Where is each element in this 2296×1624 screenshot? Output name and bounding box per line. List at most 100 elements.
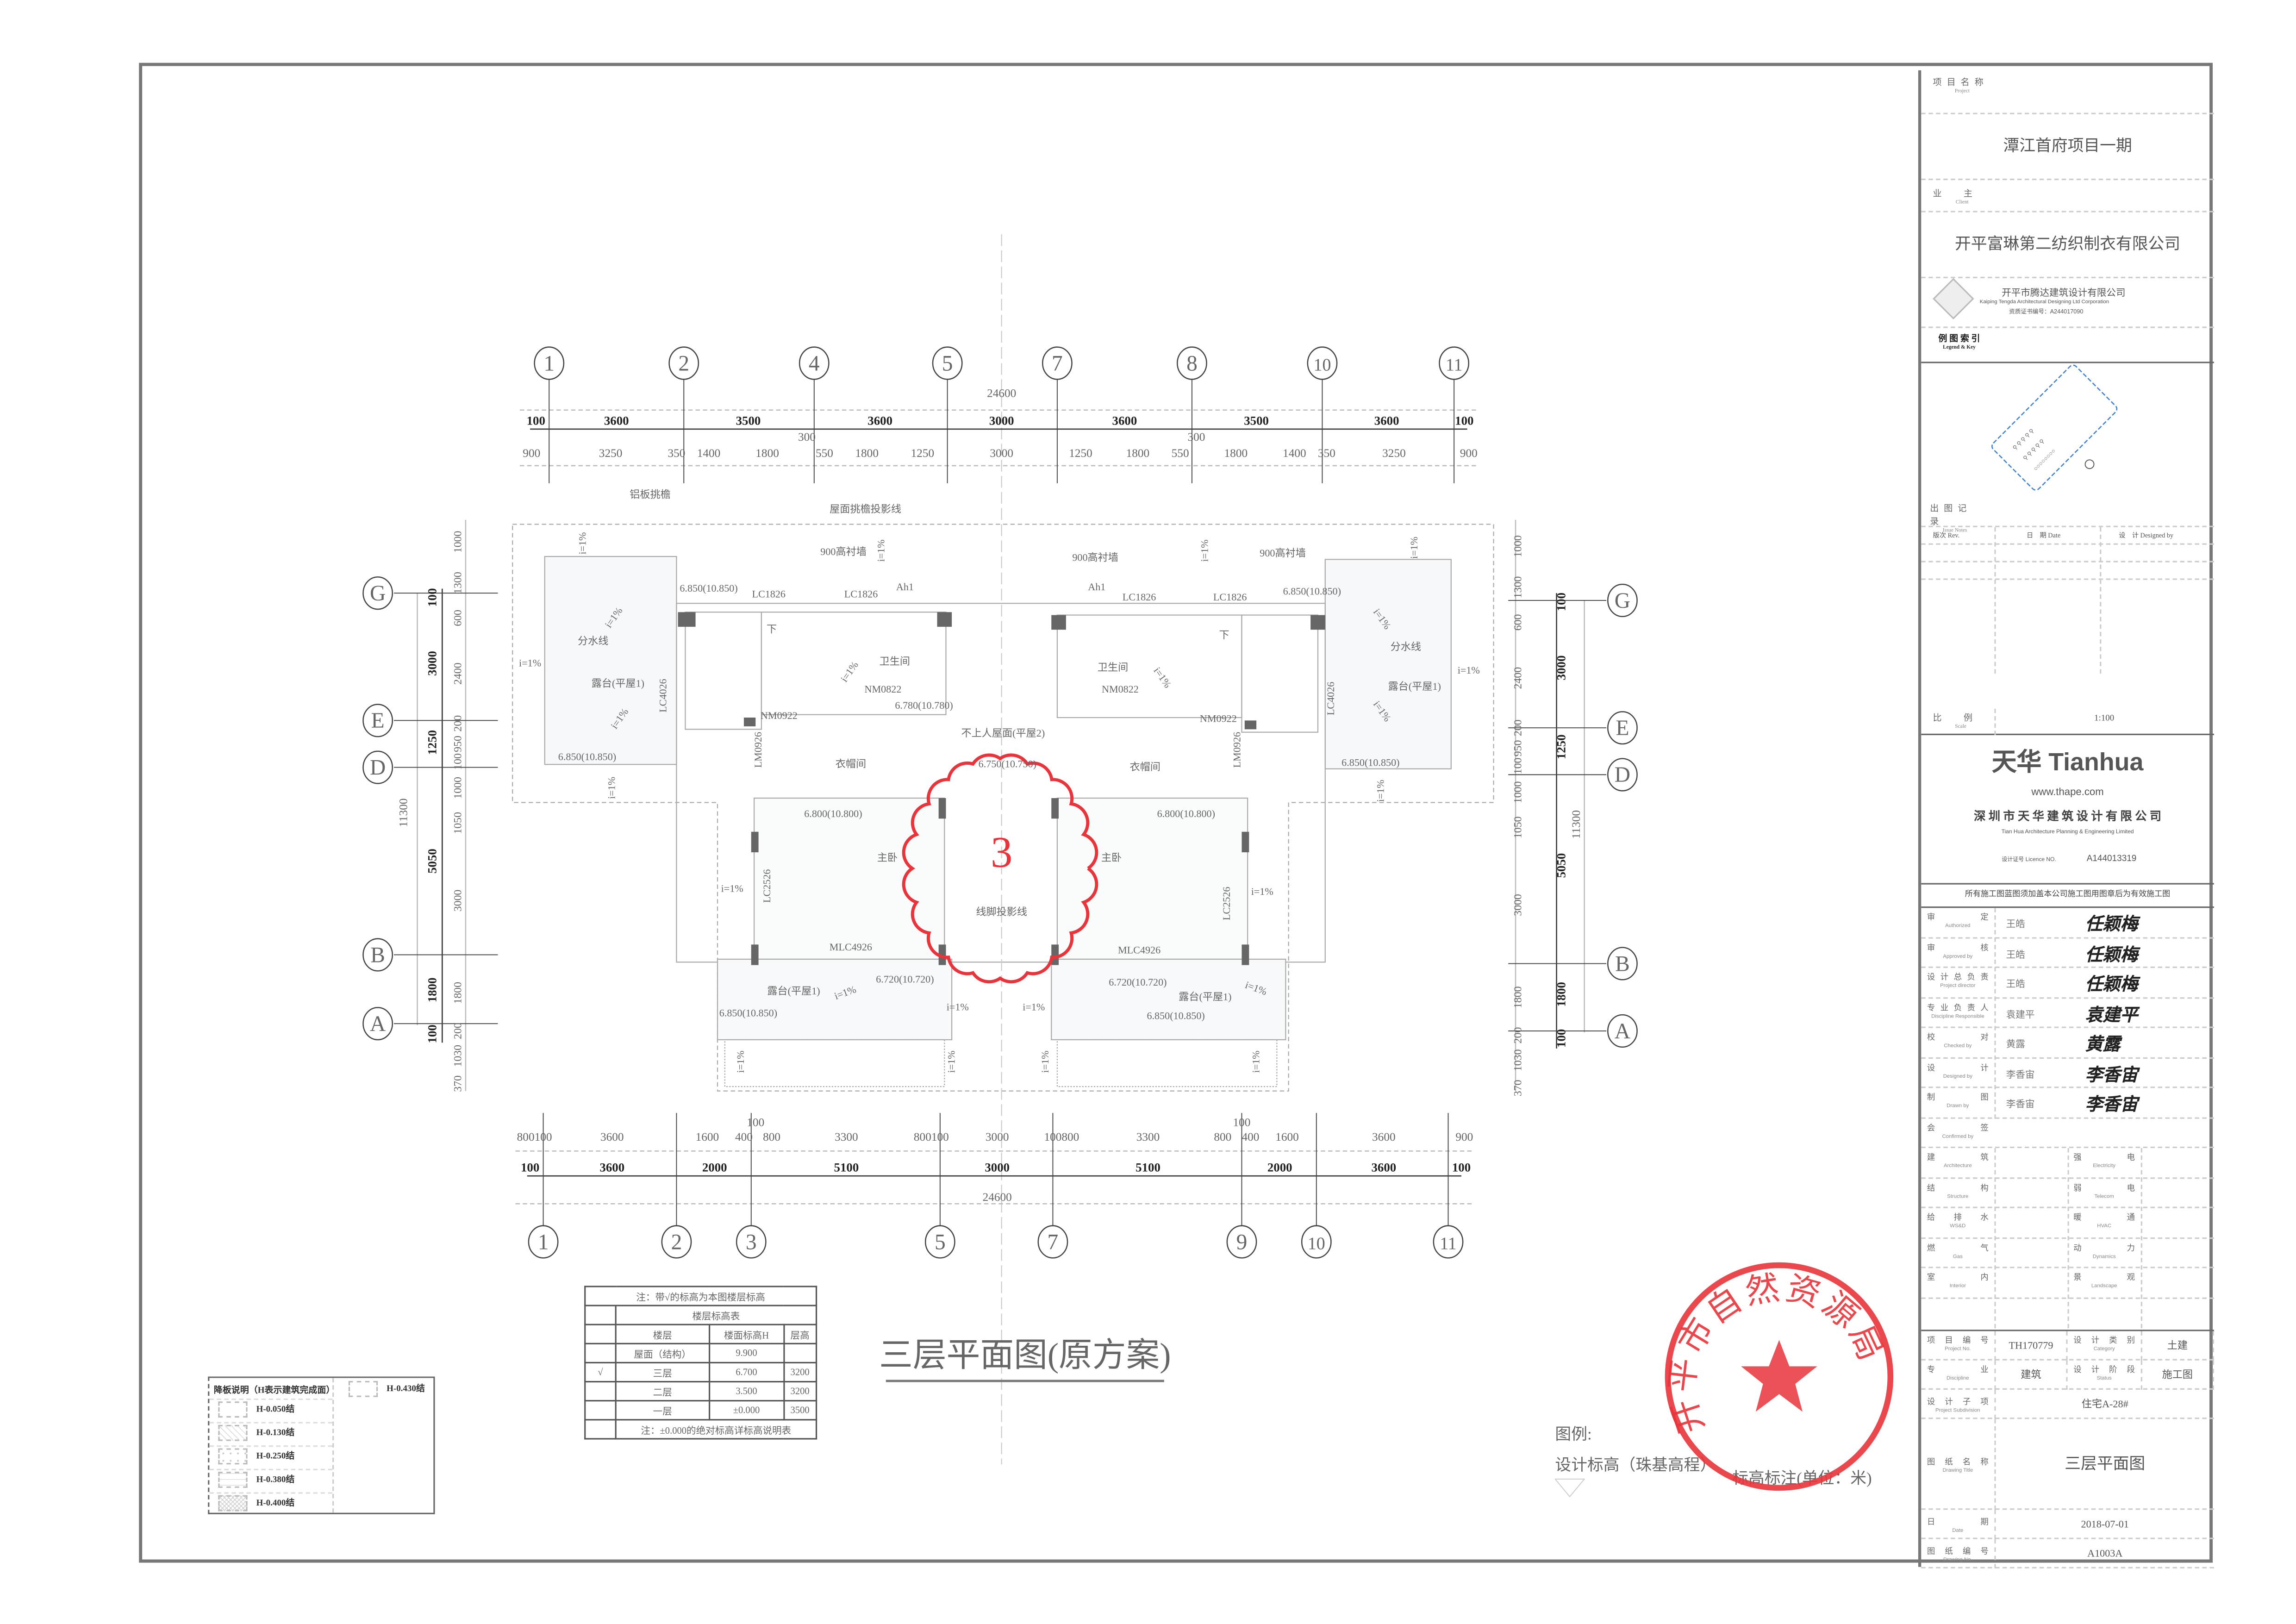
axis-bubble-top: [799, 346, 830, 380]
level-row: 屋面（结构）9.900: [584, 1343, 817, 1364]
dim-bottom-fine: 3300: [1136, 1131, 1160, 1143]
slope-label: i=1%: [947, 1001, 969, 1013]
axis-bubble-top: [1307, 346, 1338, 380]
level-height: 3500: [783, 1400, 817, 1421]
role-name: 李香宙: [2006, 1069, 2035, 1080]
signature: 李香宙: [2085, 1064, 2138, 1085]
plan-label: 分水线: [1391, 641, 1421, 653]
axis-bubble-bottom-label: 10: [1308, 1234, 1325, 1253]
scale-value: 1:100: [2094, 714, 2115, 724]
hatch-swatch-icon: [218, 1425, 248, 1442]
slope-label: i=1%: [1374, 780, 1386, 802]
plan-label: NM0822: [1102, 683, 1139, 695]
dim-bottom-fine: 800: [1214, 1131, 1231, 1143]
axis-bubble-top: [1177, 346, 1207, 380]
dim-left-fine: 200: [452, 1023, 464, 1039]
role-name: 王皓: [2006, 949, 2025, 960]
column-divider: [1994, 1148, 1996, 1329]
dim-top-fine: 1250: [911, 447, 935, 460]
axis-bubble-bottom-label: 9: [1236, 1230, 1248, 1254]
dim-left-fine: 1030: [452, 1045, 464, 1067]
hatch-swatch-icon: [218, 1401, 248, 1418]
plan-label: 下: [1219, 629, 1229, 641]
hatch-swatch-icon: [218, 1448, 248, 1465]
role-row: [1921, 968, 2214, 998]
axis-bubble-left-label: E: [371, 709, 385, 733]
drop-legend-item: H-0.400结: [209, 1492, 333, 1516]
drop-legend-title: 降板说明（H表示建筑完成面）: [213, 1387, 335, 1396]
dim-bottom-fine: 800: [763, 1131, 780, 1143]
dim-left-main: 100: [425, 1024, 439, 1043]
dim-right-main: 3000: [1554, 656, 1568, 681]
axis-bubble-top: [534, 346, 565, 380]
designer-header: 设 计 Designed by: [2119, 531, 2174, 539]
axis-bubble-bottom-label: 1: [538, 1230, 549, 1254]
dim-left-fine: 1300: [452, 572, 464, 593]
slope-label: i=1%: [1251, 886, 1273, 897]
plan-label-vertical: LM0926: [1231, 732, 1242, 768]
plan-label: 线脚投影线: [976, 906, 1027, 918]
level-height: 3200: [783, 1380, 817, 1402]
axis-bubble-top-label: 5: [942, 351, 953, 375]
axis-bubble-top-label: 8: [1186, 351, 1198, 375]
dim-right-fine: 200: [1512, 1027, 1524, 1044]
axis-bubble-right: [1607, 711, 1638, 745]
axis-bubble-right: [1607, 583, 1638, 618]
dim-top-fine: 1400: [1283, 447, 1306, 460]
dim-top-fine: 1800: [1224, 447, 1248, 460]
dim-left-main: 1800: [425, 978, 439, 1003]
licence-label: 设计证号 Licence NO.: [2002, 856, 2056, 863]
plan-label: 6.850(10.850): [1283, 585, 1341, 597]
plan-label-vertical: LC4026: [657, 679, 668, 712]
dim-top-fine: 3250: [1382, 447, 1406, 460]
signature: 任颖梅: [2085, 974, 2138, 994]
dim-bottom-fine: 1600: [696, 1131, 719, 1143]
axis-bubble-right: [1607, 758, 1638, 792]
role-name: 王皓: [2006, 919, 2025, 930]
dim-left-fine: 1050: [452, 812, 464, 834]
dim-bottom-fine: 3600: [600, 1131, 624, 1143]
level-check: [584, 1380, 617, 1402]
confirm-row: [1921, 1118, 2214, 1149]
plan-label-vertical: LC4026: [1325, 682, 1336, 716]
level-elev: 6.700: [708, 1362, 785, 1383]
plan-label: LC1826: [752, 588, 786, 600]
design-elevation-note: 设计标高（珠基高程）: [1555, 1456, 1716, 1474]
axis-bubble-bottom-label: 2: [671, 1230, 682, 1254]
plan-label: 900高衬墙: [820, 546, 867, 557]
axis-bubble-top: [1439, 346, 1470, 380]
dim-total-right: 11300: [1570, 810, 1583, 839]
dim-top-fine: 1800: [855, 447, 879, 460]
dim-bottom-fine: 3300: [835, 1131, 858, 1143]
dim-bottom-fine: 900: [1455, 1131, 1473, 1143]
rev-header: 版次 Rev.: [1933, 531, 1960, 539]
axis-bubble-bottom-label: 5: [935, 1230, 946, 1254]
plan-label: 主卧: [1101, 852, 1122, 863]
axis-bubble-top-label: 10: [1313, 355, 1331, 375]
dim-top-fine: 350: [668, 447, 685, 460]
signature: 任颖梅: [2085, 943, 2138, 965]
axis-bubble-top-label: 4: [809, 351, 820, 375]
axis-bubble-top: [932, 346, 963, 380]
plan-label: 铝板挑檐: [630, 489, 671, 500]
role-row: [1921, 998, 2214, 1028]
slope-label: i=1%: [1408, 537, 1420, 559]
plan-label: 露台(平屋1): [1179, 991, 1231, 1003]
plan-label: 6.850(10.850): [719, 1007, 777, 1018]
axis-bubble-left-label: A: [370, 1012, 386, 1036]
dim-left-fine: 370: [452, 1075, 464, 1092]
plan-label: 露台(平屋1): [1388, 681, 1441, 692]
axis-bubble-bottom: [1226, 1225, 1257, 1259]
drop-legend-item: H-0.430结: [348, 1381, 425, 1398]
dim-bottom-main: 2000: [1267, 1161, 1292, 1174]
